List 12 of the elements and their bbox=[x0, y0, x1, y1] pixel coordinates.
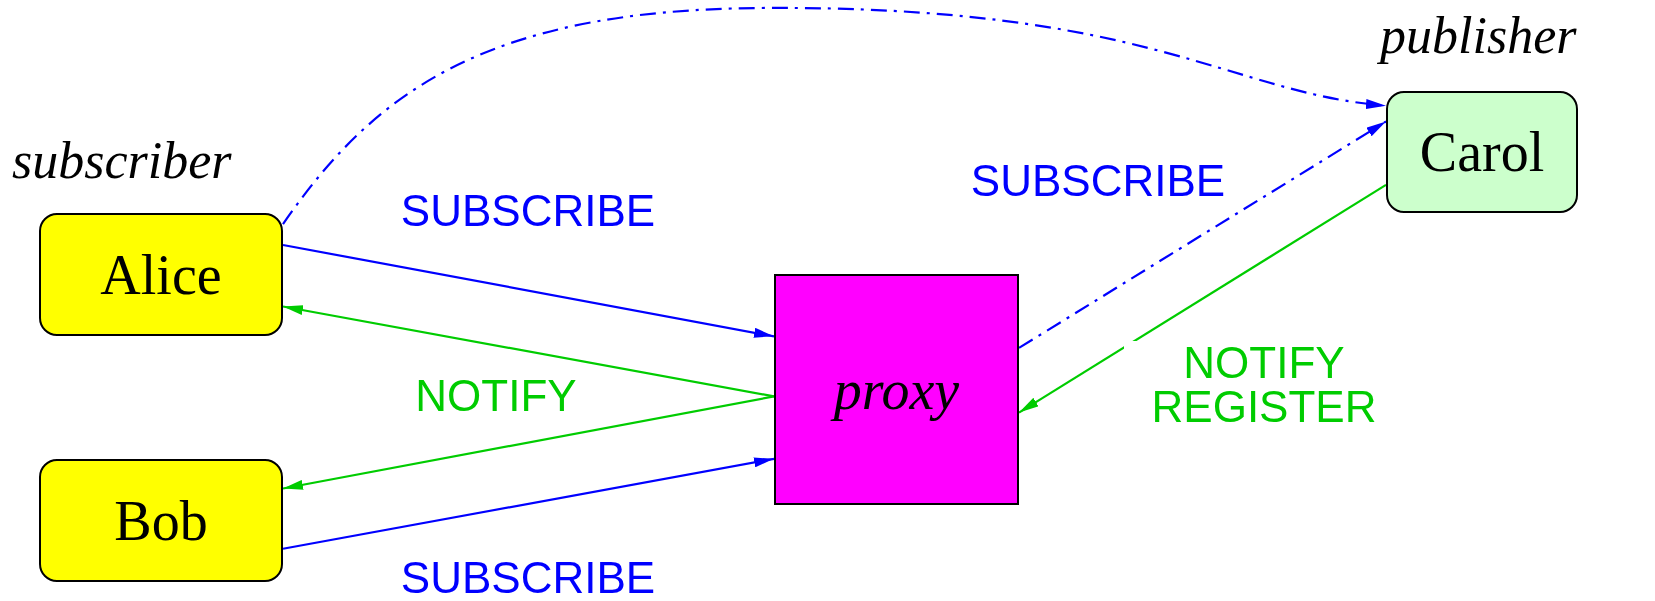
arrow bbox=[282, 6, 1387, 225]
process-box: Carol bbox=[1386, 91, 1578, 213]
role-label: subscriber bbox=[12, 135, 232, 187]
arrow bbox=[282, 395, 775, 490]
arrow bbox=[1018, 184, 1387, 414]
process-box: Alice bbox=[39, 213, 283, 336]
arrow bbox=[282, 305, 775, 398]
arrow bbox=[282, 457, 775, 550]
process-box: Bob bbox=[39, 459, 283, 582]
arrow bbox=[1018, 120, 1387, 349]
process-box: proxy bbox=[774, 274, 1019, 505]
arrow bbox=[282, 243, 775, 338]
